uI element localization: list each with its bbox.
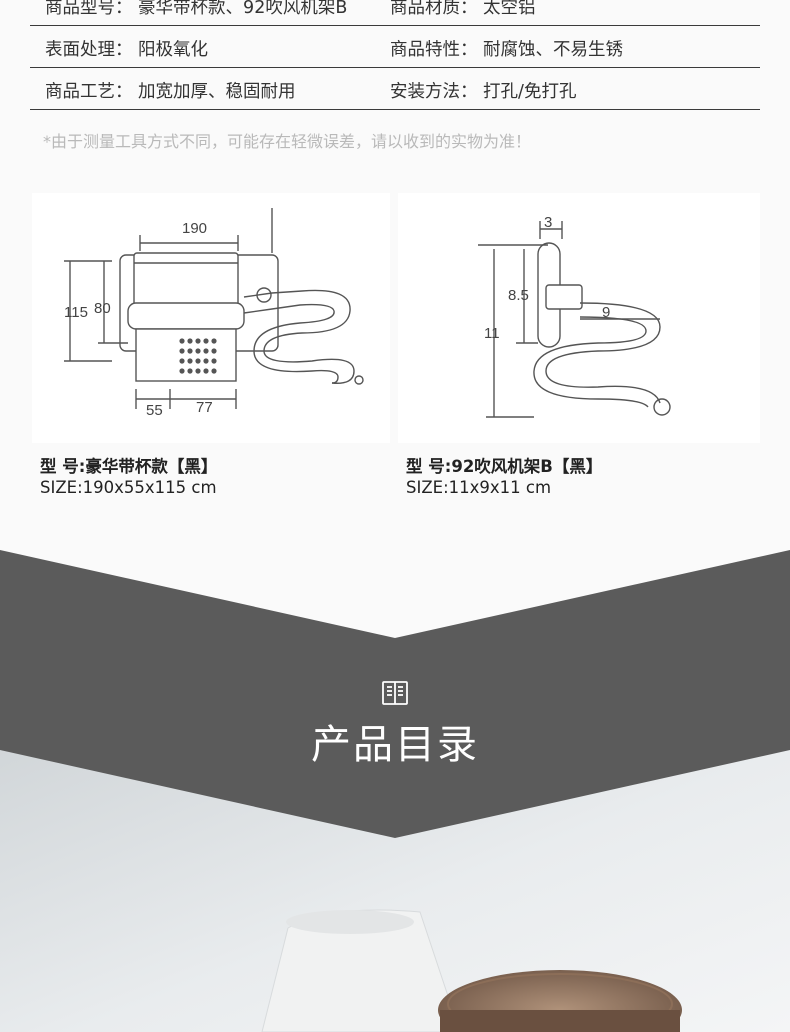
spec-row: 商品工艺： 加宽加厚、稳固耐用 安装方法： 打孔/免打孔 bbox=[30, 68, 760, 110]
dim-top: 3 bbox=[544, 214, 552, 231]
dim-total: 11 bbox=[484, 325, 500, 342]
dim-mid: 8.5 bbox=[508, 287, 529, 304]
dim-arm: 9 bbox=[602, 304, 610, 321]
spec-table: 商品型号： 豪华带杯款、92吹风机架B 商品材质： 太空铝 表面处理： 阳极氧化… bbox=[30, 0, 760, 110]
dryer-rack-drawing: 3 8.5 11 9 bbox=[478, 214, 671, 418]
spec-surface: 表面处理： 阳极氧化 bbox=[45, 40, 209, 60]
spec-craft: 商品工艺： 加宽加厚、稳固耐用 bbox=[45, 82, 296, 102]
caption-dryer-rack: 型 号:92吹风机架B【黑】 SIZE:11x9x11 cm bbox=[406, 456, 602, 498]
banner-background bbox=[0, 550, 790, 1032]
model-label: 型 号:豪华带杯款【黑】 bbox=[40, 457, 218, 476]
dim-width: 190 bbox=[182, 220, 207, 237]
spec-feature: 商品特性： 耐腐蚀、不易生锈 bbox=[390, 40, 624, 60]
size-label: SIZE:11x9x11 cm bbox=[406, 478, 552, 497]
spec-row: 商品型号： 豪华带杯款、92吹风机架B 商品材质： 太空铝 bbox=[30, 0, 760, 26]
caption-cup-holder: 型 号:豪华带杯款【黑】 SIZE:190x55x115 cm bbox=[40, 456, 217, 498]
dim-base: 77 bbox=[196, 399, 213, 416]
product-card-cup-holder: 190 115 80 55 77 bbox=[32, 193, 390, 443]
dim-height-inner: 80 bbox=[94, 300, 111, 317]
dim-depth: 55 bbox=[146, 402, 163, 419]
spec-model: 商品型号： 豪华带杯款、92吹风机架B bbox=[45, 0, 348, 18]
cup-holder-drawing: 190 115 80 55 77 bbox=[64, 208, 364, 419]
dim-height-outer: 115 bbox=[64, 304, 88, 321]
size-label: SIZE:190x55x115 cm bbox=[40, 478, 217, 497]
spec-install: 安装方法： 打孔/免打孔 bbox=[390, 82, 577, 102]
model-label: 型 号:92吹风机架B【黑】 bbox=[406, 457, 603, 476]
product-card-dryer-rack: 3 8.5 11 9 bbox=[398, 193, 760, 443]
catalog-banner bbox=[0, 540, 790, 1032]
spec-row: 表面处理： 阳极氧化 商品特性： 耐腐蚀、不易生锈 bbox=[30, 26, 760, 68]
spec-material: 商品材质： 太空铝 bbox=[390, 0, 536, 18]
catalog-title: 产品目录 bbox=[311, 722, 479, 768]
book-icon bbox=[382, 681, 408, 705]
measurement-note: *由于测量工具方式不同，可能存在轻微误差，请以收到的实物为准！ bbox=[43, 132, 532, 151]
